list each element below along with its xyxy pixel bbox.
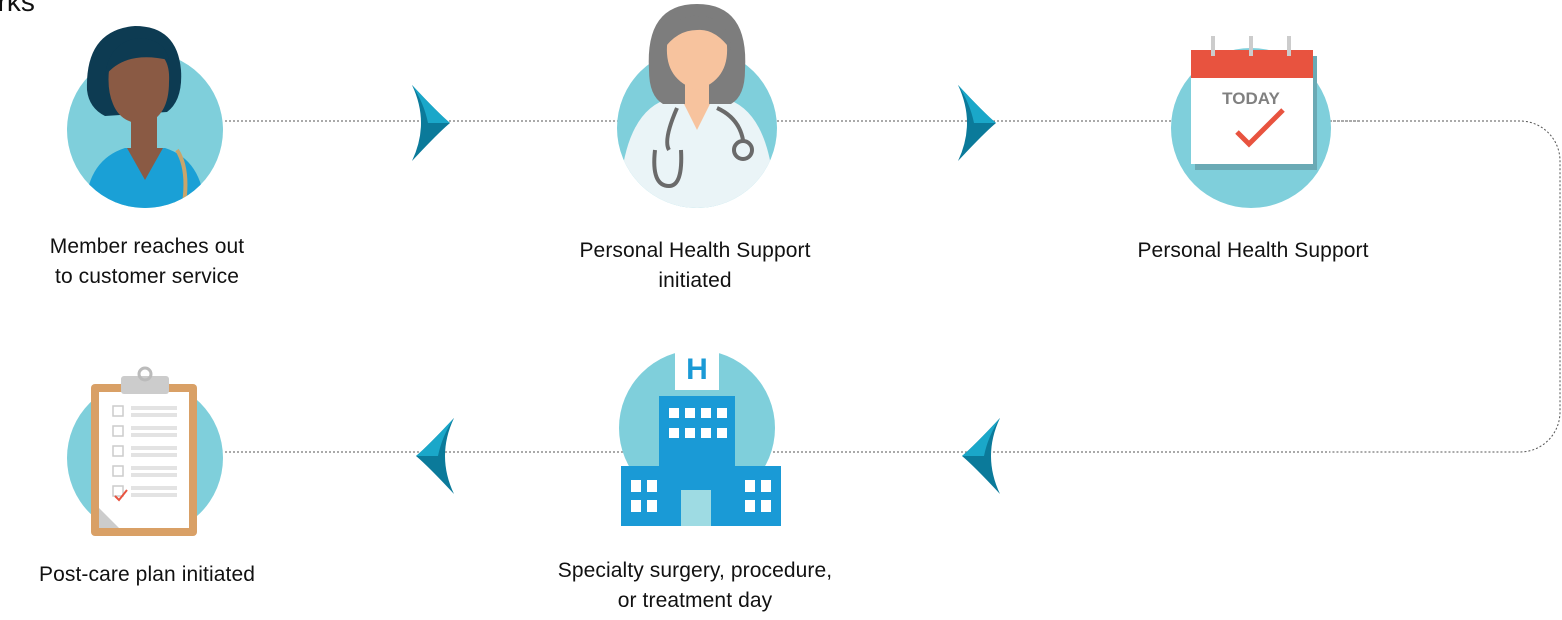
right-arrow-icon-2 bbox=[958, 85, 996, 161]
step-label-line-1: Personal Health Support bbox=[1137, 239, 1369, 262]
calendar-today-text: TODAY bbox=[1222, 89, 1280, 108]
step-label-line-1: Post-care plan initiated bbox=[38, 563, 256, 586]
step-member-reaches-out: Member reaches out to customer service bbox=[0, 0, 297, 310]
step-label: Member reaches out to customer service bbox=[0, 232, 297, 292]
step-personal-health-support: TODAY Personal Health Support bbox=[1103, 0, 1403, 300]
step-label: Personal Health Support bbox=[1103, 236, 1403, 266]
step-label-line-1: Personal Health Support initiated bbox=[579, 239, 811, 292]
calendar-today-icon: TODAY bbox=[1171, 36, 1331, 208]
right-curve-connector bbox=[1330, 120, 1561, 453]
step-label-line-2: or treatment day bbox=[617, 589, 773, 612]
step-specialty-surgery: H Specialty surgery, procedure, or treat… bbox=[545, 330, 845, 620]
step-label: Personal Health Support initiated bbox=[545, 236, 845, 296]
step-post-care-plan: Post-care plan initiated bbox=[0, 330, 297, 620]
step-personal-health-support-initiated: Personal Health Support initiated bbox=[545, 0, 845, 300]
hospital-icon: H bbox=[619, 346, 781, 526]
clipboard-icon bbox=[67, 366, 223, 536]
left-arrow-icon-1 bbox=[962, 418, 1000, 494]
hospital-letter: H bbox=[686, 353, 708, 386]
doctor-icon bbox=[617, 4, 777, 208]
step-label: Post-care plan initiated bbox=[0, 560, 297, 590]
left-arrow-icon-2 bbox=[416, 418, 454, 494]
right-arrow-icon-1 bbox=[412, 85, 450, 161]
page-title: orks bbox=[0, 0, 35, 17]
step-label-line-2: to customer service bbox=[55, 265, 239, 288]
step-label: Specialty surgery, procedure, or treatme… bbox=[545, 556, 845, 616]
step-label-line-1: Member reaches out bbox=[49, 235, 245, 258]
woman-member-icon bbox=[67, 26, 223, 208]
step-label-line-1: Specialty surgery, procedure, bbox=[557, 559, 833, 582]
